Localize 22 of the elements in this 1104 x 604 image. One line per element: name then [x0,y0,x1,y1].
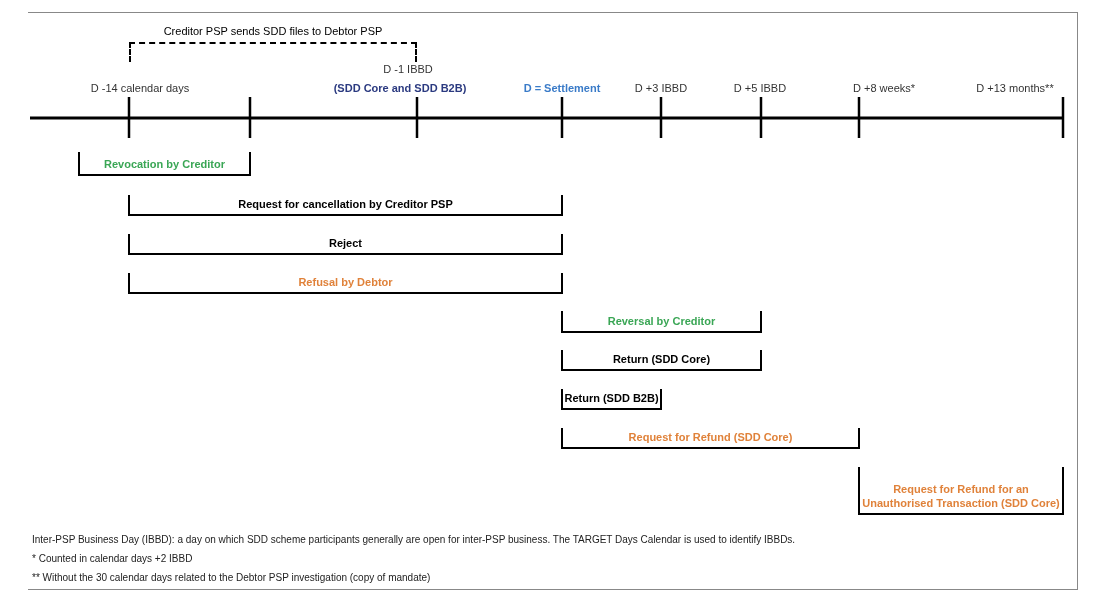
tick-label: D +13 months** [976,81,1054,95]
timespan-bracket: Request for cancellation by Creditor PSP [128,195,563,216]
timespan-bracket: Request for Refund for an Unauthorised Transaction (SDD Core) [858,467,1064,515]
tick-label: D +3 IBBD [634,81,688,95]
tick-label: D = Settlement [523,81,601,95]
footnote: * Counted in calendar days +2 IBBD [32,552,193,565]
tick-label: D +8 weeks* [852,81,916,95]
timespan-bracket: Request for Refund (SDD Core) [561,428,860,449]
tick-label: D -1 IBBD [383,62,433,76]
footnote: Inter-PSP Business Day (IBBD): a day on which SDD scheme participants generally are open for inter-PSP business. The TARGET Days Calendar is used to identify IBBDs. [32,533,796,546]
timespan-bracket: Refusal by Debtor [128,273,563,294]
timespan-bracket: Revocation by Creditor [78,152,251,176]
tick-label: D -14 calendar days [90,81,190,95]
timespan-bracket: Return (SDD Core) [561,350,762,371]
tick-label: D +5 IBBD [733,81,787,95]
tick-label: (SDD Core and SDD B2B) [333,81,467,95]
timespan-bracket: Reversal by Creditor [561,311,762,333]
bracket-label: Creditor PSP sends SDD files to Debtor PSP [163,24,383,38]
dashed-bracket [128,24,418,62]
timespan-bracket: Return (SDD B2B) [561,389,662,410]
footnote: ** Without the 30 calendar days related to the Debtor PSP investigation (copy of mandate) [32,571,431,584]
timespan-bracket: Reject [128,234,563,255]
